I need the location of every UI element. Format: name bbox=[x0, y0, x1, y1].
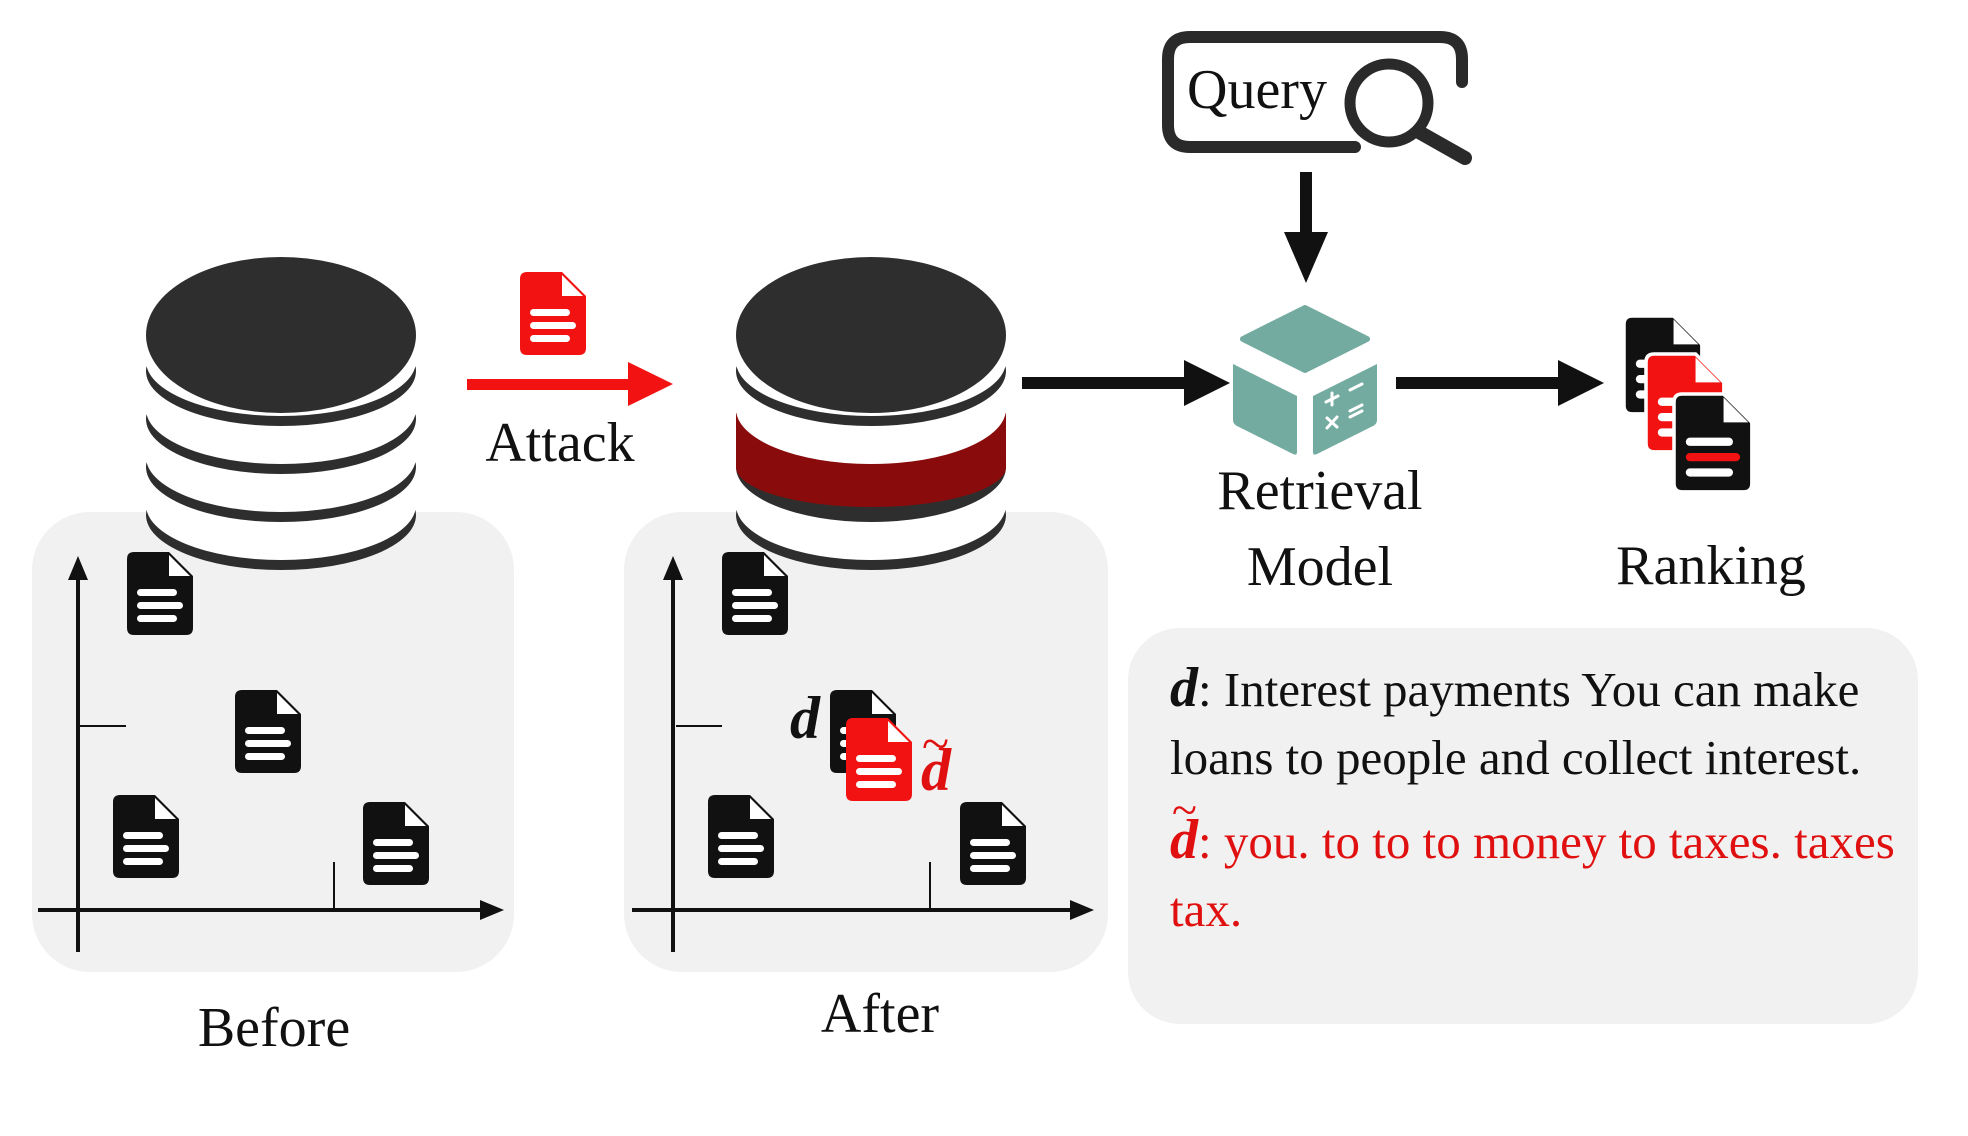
passage-panel: d: Interest payments You can make loans … bbox=[1128, 628, 1918, 1024]
before-label: Before bbox=[198, 997, 350, 1059]
adv-symbol-d: d bbox=[921, 737, 952, 803]
after-label: After bbox=[821, 983, 940, 1045]
doc-symbol-d: d bbox=[1170, 657, 1198, 719]
arrow-query-to-model bbox=[1284, 172, 1328, 283]
adv-symbol-d: d bbox=[1170, 809, 1198, 871]
doc-symbol-d: d bbox=[790, 685, 821, 751]
colon: : bbox=[1198, 662, 1212, 717]
retrieval-model-label-line2: Model bbox=[1247, 536, 1393, 598]
ranking-label: Ranking bbox=[1616, 535, 1806, 597]
database-icon bbox=[736, 257, 1006, 570]
magnifier-icon bbox=[1344, 58, 1472, 165]
original-passage: d: Interest payments You can make loans … bbox=[1170, 654, 1898, 792]
document-icon bbox=[1672, 392, 1754, 494]
before-panel bbox=[32, 512, 514, 972]
adv-tilde-mark: ~ bbox=[1172, 784, 1197, 835]
query-label: Query bbox=[1187, 59, 1327, 121]
document-icon bbox=[520, 272, 586, 355]
adversarial-passage: ~d: you. to to to money to taxes. taxes … bbox=[1170, 784, 1898, 944]
original-passage-text: Interest payments You can make loans to … bbox=[1170, 662, 1862, 785]
adversarial-passage-text: you. to to to money to taxes. taxes tax. bbox=[1170, 814, 1895, 937]
query-box bbox=[1162, 31, 1468, 153]
after-axes bbox=[632, 556, 1094, 952]
adv-symbol: ~d bbox=[1170, 784, 1198, 876]
colon: : bbox=[1198, 814, 1212, 869]
attack-label: Attack bbox=[485, 412, 634, 474]
arrow-model-to-ranking bbox=[1396, 360, 1604, 406]
arrow-db-to-model bbox=[1022, 360, 1230, 406]
database-icon bbox=[146, 257, 416, 570]
ranking-stack bbox=[1622, 314, 1754, 494]
retrieval-model-label-line1: Retrieval bbox=[1217, 460, 1422, 522]
calculator-cube-icon bbox=[1233, 305, 1377, 455]
before-axes bbox=[38, 556, 504, 952]
after-panel: d ~ d bbox=[624, 512, 1108, 972]
adv-tilde-mark: ~ bbox=[922, 715, 949, 771]
attack-arrow bbox=[467, 272, 673, 406]
